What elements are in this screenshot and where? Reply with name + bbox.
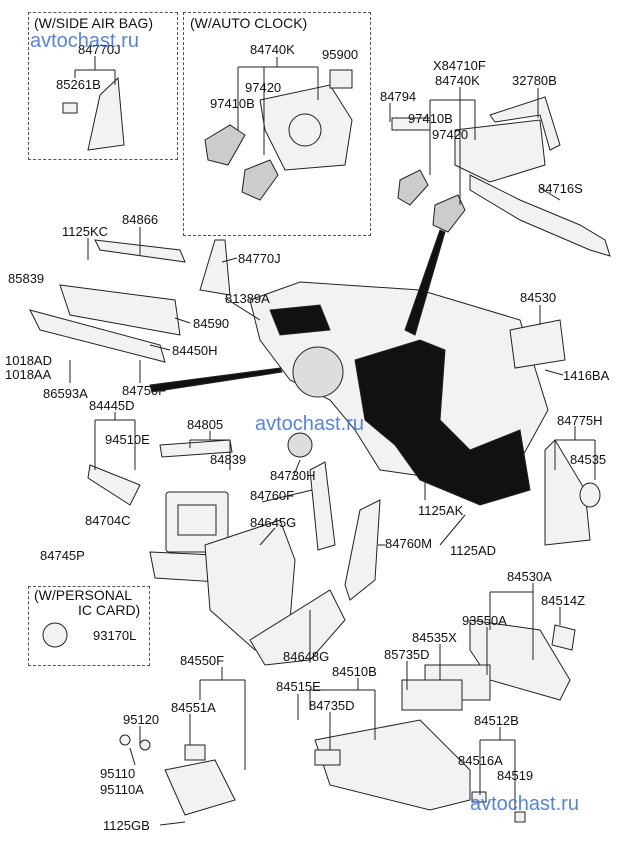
part-label: 84535X: [412, 630, 457, 645]
part-label: 1018AA: [5, 367, 52, 382]
part-label: 84590: [193, 316, 230, 331]
part-label: 93170L: [93, 628, 137, 643]
personal-ic-card-variant-box: [28, 586, 150, 666]
part-label: 84735D: [309, 698, 355, 713]
part-label: 84740K: [250, 42, 295, 57]
side-air-bag-variant-box: [28, 12, 178, 160]
part-label: 1018AD: [5, 353, 52, 368]
part-label: 84514Z: [541, 593, 586, 608]
part-label: 1125AD: [450, 543, 497, 558]
part-label: 84512B: [474, 713, 519, 728]
part-label: 84866: [122, 212, 159, 227]
part-label: 95900: [322, 47, 359, 62]
part-label: 84716S: [538, 181, 583, 196]
part-label: 84704C: [85, 513, 131, 528]
part-label: 84745P: [40, 548, 85, 563]
part-label: 84530A: [507, 569, 552, 584]
part-label: 97420: [245, 80, 282, 95]
leader-lines: [69, 56, 596, 826]
part-label: 84760M: [385, 536, 432, 551]
part-label: 84760F: [250, 488, 295, 503]
part-label: 84730H: [270, 468, 316, 483]
part-label: 97410B: [210, 96, 255, 111]
part-label: 84515E: [276, 679, 321, 694]
watermark: avtochast.ru: [255, 413, 364, 435]
part-label: 84770J: [78, 42, 121, 57]
part-label: 84519: [497, 768, 534, 783]
steering-column: [292, 346, 344, 398]
part-label: 84770J: [238, 251, 281, 266]
part-label: 85839: [8, 271, 45, 286]
dashboard-black-strip: [269, 304, 331, 336]
part-label: 97420: [432, 127, 469, 142]
part-label: 84450H: [172, 343, 218, 358]
part-label: 32780B: [512, 73, 557, 88]
watermark: avtochast.ru: [30, 30, 139, 52]
part-label: 84516A: [458, 753, 503, 768]
part-label: 1416BA: [563, 368, 610, 383]
part-label: 84648G: [283, 649, 330, 664]
part-label: 1125GB: [103, 818, 150, 833]
part-label: 85735D: [384, 647, 430, 662]
part-label: 94510E: [105, 432, 150, 447]
personal-ic-card-variant-title-line2: IC CARD): [78, 602, 141, 618]
part-label: 86593A: [43, 386, 88, 401]
part-label: 84740K: [435, 73, 480, 88]
part-label: 1125AK: [418, 503, 464, 518]
part-label: 84530: [520, 290, 557, 305]
dashboard-black-section: [354, 339, 531, 506]
part-label: 84510B: [332, 664, 377, 679]
part-label: 93550A: [462, 613, 507, 628]
part-label: 84445D: [89, 398, 135, 413]
part-label: 97410B: [408, 111, 453, 126]
part-label: 84551A: [171, 700, 216, 715]
part-label: 84839: [210, 452, 247, 467]
part-label: 84750F: [122, 383, 167, 398]
part-label: 84535: [570, 452, 607, 467]
part-label: 84550F: [180, 653, 225, 668]
part-label: 1125KC: [62, 224, 109, 239]
part-label: 95120: [123, 712, 160, 727]
part-label: 84775H: [557, 413, 603, 428]
part-label: 95110A: [100, 782, 144, 797]
part-label: 85261B: [56, 77, 101, 92]
part-label: 81389A: [225, 291, 270, 306]
part-label: 95110: [100, 766, 136, 781]
part-label: 84805: [187, 417, 224, 432]
part-label: 84794: [380, 89, 417, 104]
side-air-bag-variant-title: (W/SIDE AIR BAG): [34, 15, 154, 31]
watermark: avtochast.ru: [470, 793, 579, 815]
auto-clock-variant-title: (W/AUTO CLOCK): [190, 15, 308, 31]
part-label: X84710F: [433, 58, 486, 73]
personal-ic-card-variant-title-line1: (W/PERSONAL: [34, 587, 133, 603]
auto-clock-variant-box: [183, 12, 371, 236]
part-label: 84645G: [250, 515, 297, 530]
